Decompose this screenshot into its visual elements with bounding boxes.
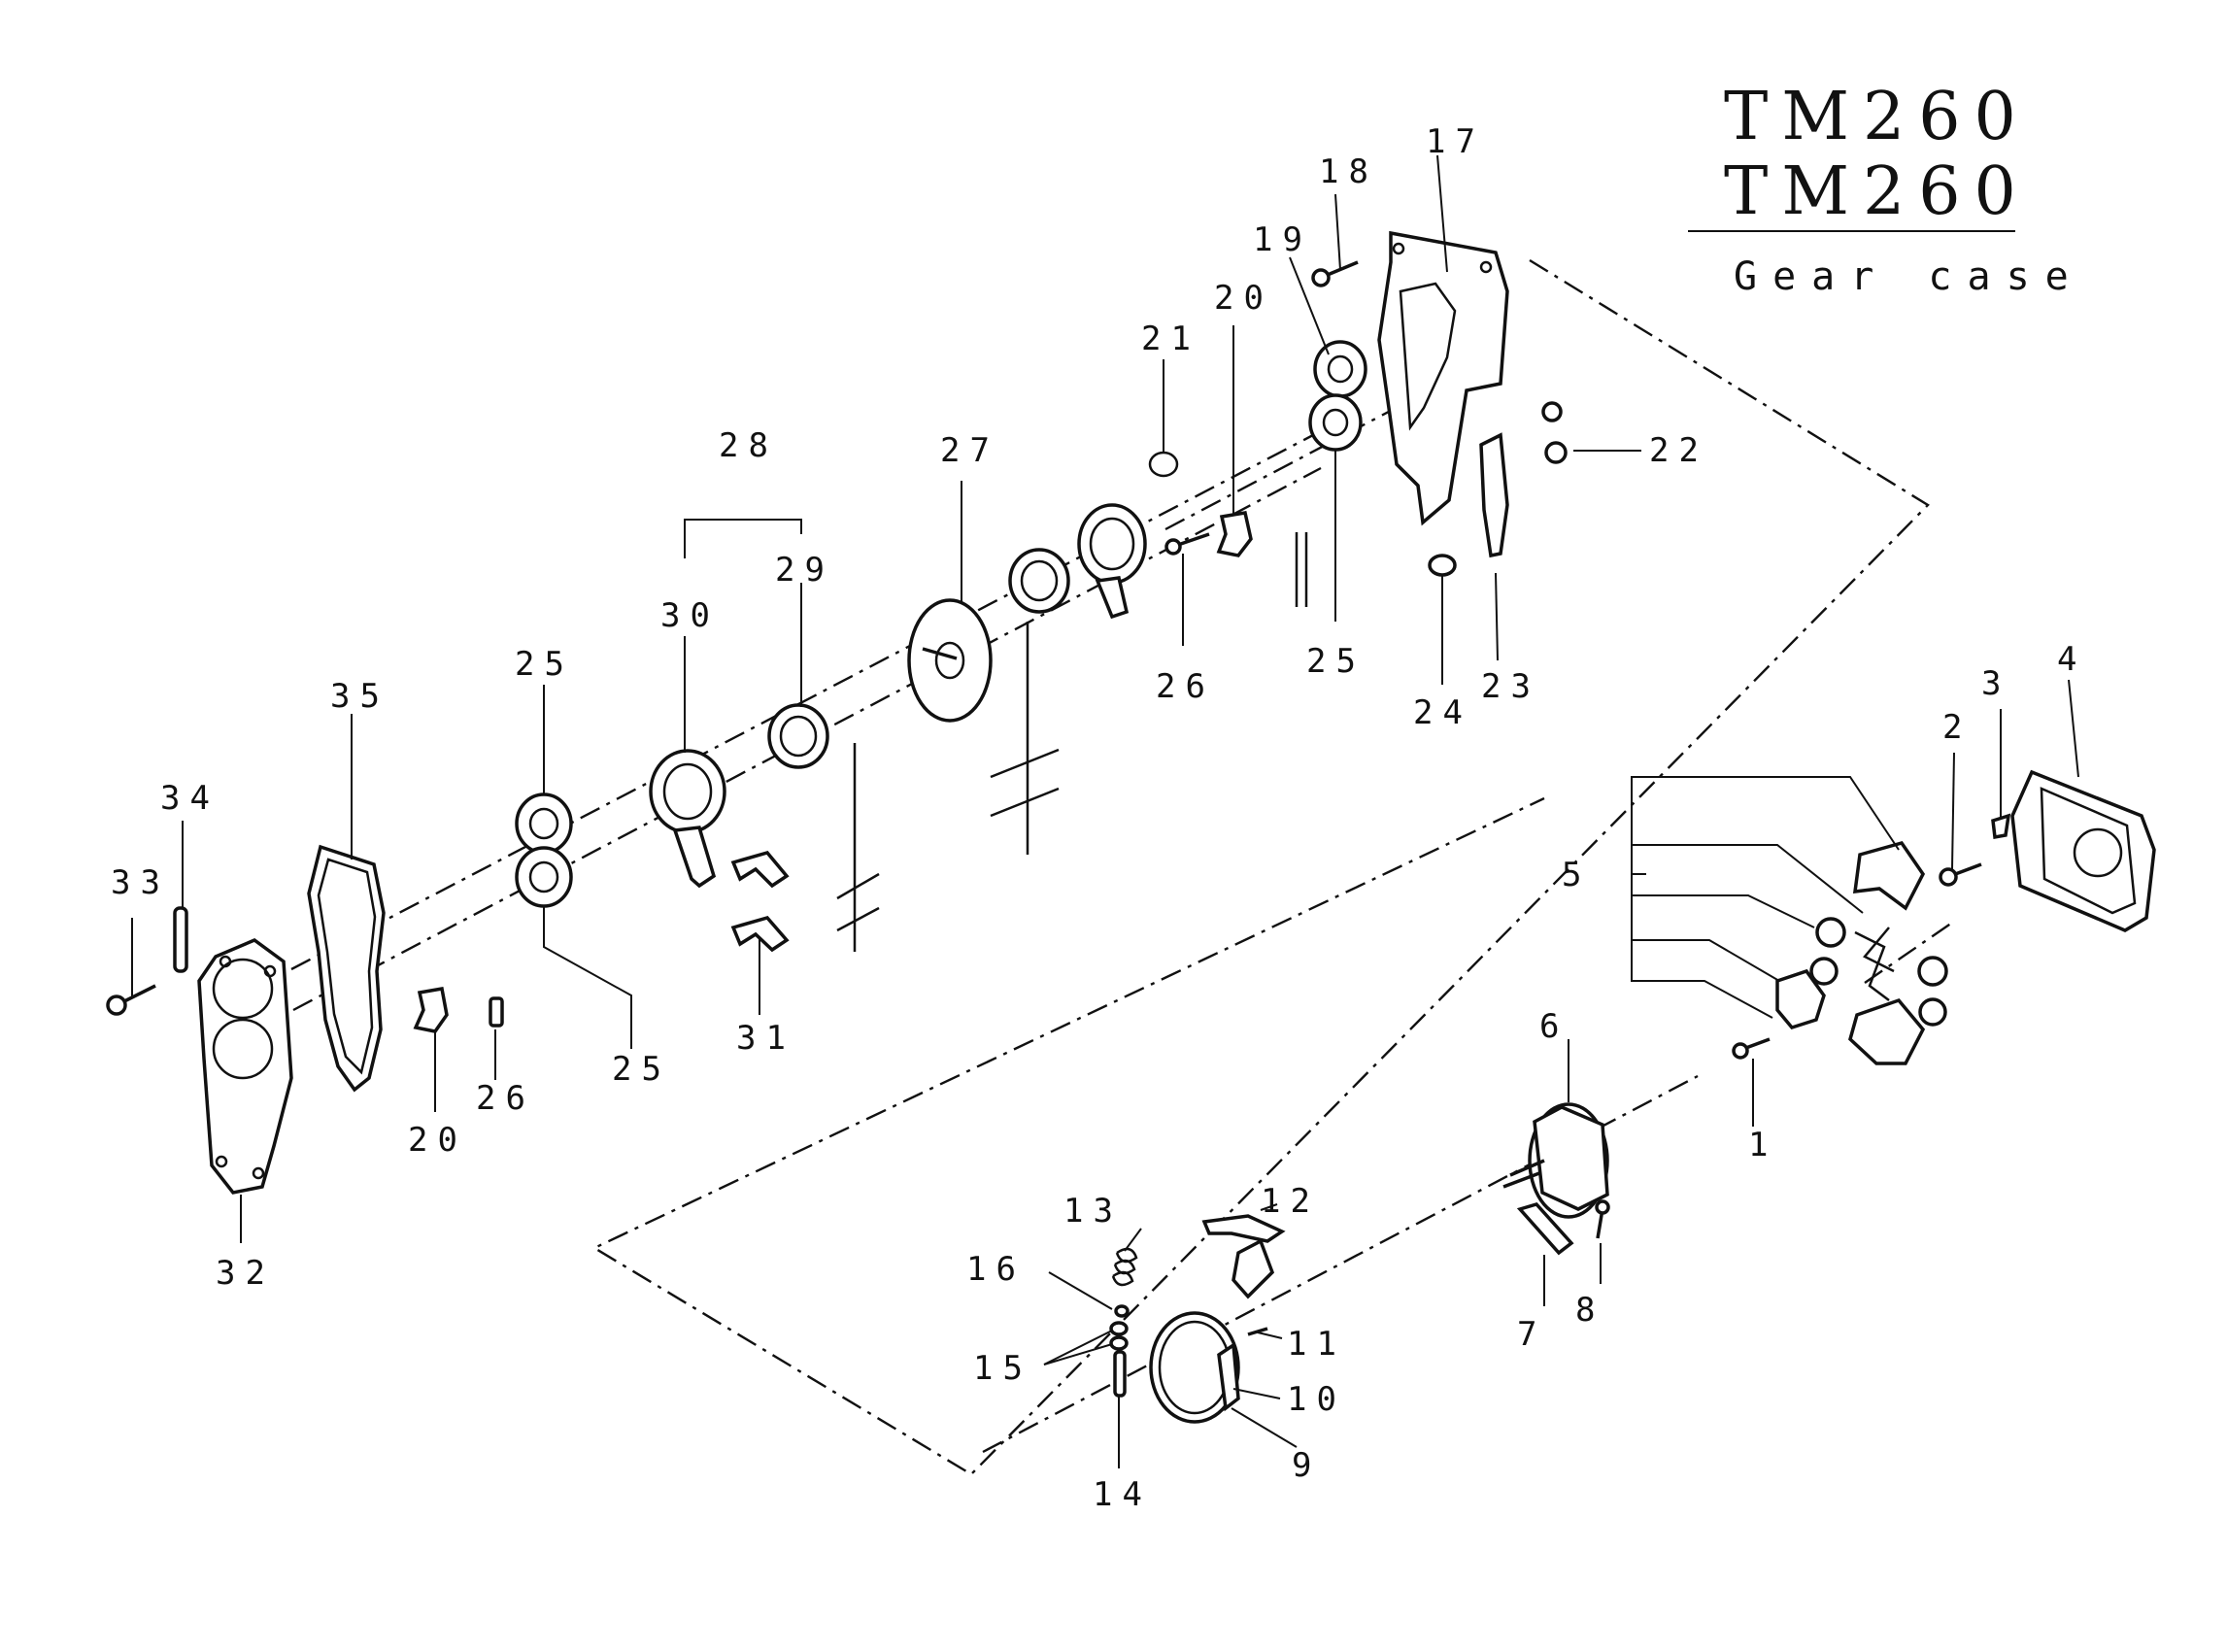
callout-14: 14 bbox=[1093, 1475, 1152, 1514]
shaft-middle-detail bbox=[990, 622, 1060, 855]
part-24-washer bbox=[1428, 554, 1457, 577]
callout-24: 24 bbox=[1413, 693, 1472, 732]
callout-10: 10 bbox=[1287, 1380, 1346, 1419]
part-3-pin bbox=[1991, 813, 2011, 840]
callout-2: 2 bbox=[1942, 708, 1972, 747]
callout-20-upper: 20 bbox=[1214, 279, 1273, 318]
part-11-pin bbox=[1247, 1327, 1268, 1336]
part-bearing-holder-right bbox=[1077, 503, 1147, 620]
callout-15: 15 bbox=[973, 1349, 1032, 1388]
callout-18: 18 bbox=[1319, 152, 1378, 191]
part-16-clip bbox=[1114, 1304, 1130, 1318]
part-22-nuts bbox=[1541, 401, 1568, 464]
callout-28: 28 bbox=[719, 426, 778, 465]
part-20-key-left bbox=[413, 986, 449, 1033]
callout-23: 23 bbox=[1481, 667, 1540, 706]
part-14-pin bbox=[1113, 1350, 1127, 1398]
callout-27: 27 bbox=[940, 431, 999, 470]
part-25-bearing-upper bbox=[1308, 393, 1363, 452]
callout-16: 16 bbox=[966, 1250, 1026, 1289]
part-6-clutch-drum bbox=[1502, 1102, 1609, 1219]
leader-lines bbox=[131, 154, 2079, 1468]
part-1-screw bbox=[1732, 1037, 1771, 1060]
callout-13: 13 bbox=[1063, 1192, 1123, 1231]
callout-25-upper: 25 bbox=[1306, 642, 1366, 681]
part-18-bolt bbox=[1311, 260, 1359, 287]
part-19-bearing bbox=[1313, 340, 1367, 398]
callout-29: 29 bbox=[775, 551, 834, 590]
callout-1: 1 bbox=[1748, 1126, 1777, 1164]
callout-34: 34 bbox=[160, 779, 219, 818]
model-title-2: TM260 bbox=[1724, 153, 2030, 230]
callout-6: 6 bbox=[1539, 1007, 1569, 1046]
part-25-bearing-left-a bbox=[515, 792, 573, 855]
part-7-shoe bbox=[1516, 1202, 1574, 1256]
part-17-gear-case bbox=[1377, 230, 1509, 526]
part-34-pin bbox=[173, 906, 188, 973]
callout-8: 8 bbox=[1575, 1291, 1604, 1330]
part-33-bolt bbox=[106, 984, 156, 1016]
part-26-bolt-upper bbox=[1164, 532, 1210, 556]
part-13-spring bbox=[1111, 1247, 1138, 1287]
shaft-left-detail bbox=[836, 743, 880, 952]
callout-33: 33 bbox=[111, 863, 170, 902]
part-27-gear bbox=[907, 598, 993, 723]
callout-26-lower: 26 bbox=[476, 1079, 535, 1118]
callout-31: 31 bbox=[736, 1019, 795, 1058]
shaft-upper-detail bbox=[1295, 532, 1308, 607]
callout-17: 17 bbox=[1426, 122, 1485, 161]
part-20-key-upper bbox=[1216, 511, 1253, 557]
part-15-washers bbox=[1109, 1321, 1129, 1351]
assembly-outline bbox=[591, 258, 1930, 1476]
section-title: Gear case bbox=[1734, 254, 2084, 299]
part-4-clutch-housing bbox=[2010, 769, 2156, 932]
part-23-bracket bbox=[1479, 432, 1509, 558]
callout-22: 22 bbox=[1649, 431, 1708, 470]
callout-20-lower: 20 bbox=[408, 1121, 467, 1160]
callout-labels: 1 2 3 4 5 6 7 8 9 10 11 12 13 14 15 16 1… bbox=[111, 122, 2086, 1514]
part-21-circlip bbox=[1148, 451, 1179, 478]
part-10-brake-band bbox=[1149, 1311, 1240, 1424]
part-29-seal bbox=[767, 703, 829, 769]
part-8-screw bbox=[1595, 1199, 1610, 1239]
part-31-clips bbox=[730, 851, 790, 953]
part-25-bearing-left-b bbox=[515, 846, 573, 908]
callout-32: 32 bbox=[216, 1254, 275, 1293]
callout-11: 11 bbox=[1287, 1325, 1346, 1364]
part-12-lever bbox=[1201, 1214, 1286, 1299]
callout-25-left-top: 25 bbox=[515, 645, 574, 684]
callout-4: 4 bbox=[2057, 640, 2086, 679]
part-26-bolt-left bbox=[489, 996, 504, 1028]
part-seal-middle bbox=[1008, 548, 1070, 614]
callout-12: 12 bbox=[1261, 1182, 1320, 1221]
callout-35: 35 bbox=[330, 677, 389, 716]
part-2-bolt bbox=[1939, 862, 1982, 887]
model-title-1: TM260 bbox=[1724, 79, 2030, 155]
part-35-gasket bbox=[307, 844, 386, 1093]
callout-26-upper: 26 bbox=[1156, 667, 1215, 706]
callout-3: 3 bbox=[1981, 664, 2010, 703]
callout-7: 7 bbox=[1517, 1315, 1546, 1354]
part-5-clutch-shoes bbox=[1775, 840, 1948, 1065]
part-30-bearing-holder bbox=[649, 749, 726, 889]
callout-30: 30 bbox=[660, 596, 720, 635]
title-block: TM260 TM260 Gear case bbox=[1688, 79, 2084, 299]
callout-19: 19 bbox=[1253, 220, 1312, 259]
callout-5: 5 bbox=[1562, 856, 1591, 894]
part-32-cover-plate bbox=[197, 937, 293, 1195]
callout-21: 21 bbox=[1141, 320, 1200, 358]
callout-25-left-bottom: 25 bbox=[612, 1050, 671, 1089]
callout-9: 9 bbox=[1292, 1446, 1321, 1485]
